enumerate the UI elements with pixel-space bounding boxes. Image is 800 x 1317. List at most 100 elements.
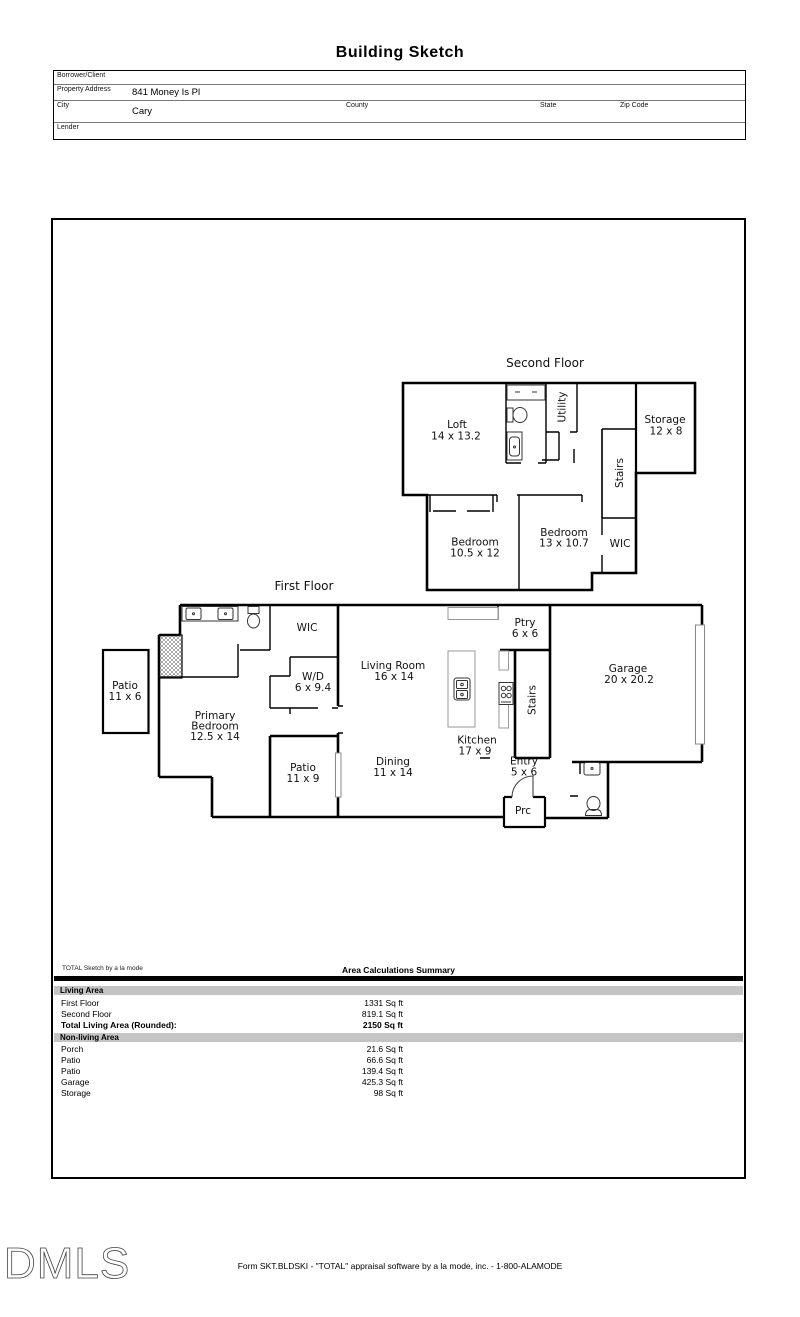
row-value: 425.3 Sq ft	[361, 1077, 403, 1087]
property-address-row: Property Address 841 Money Is Pl	[54, 85, 745, 101]
row-value: 98 Sq ft	[373, 1088, 403, 1098]
storage-dim: 12 x 8	[650, 426, 683, 438]
lender-row: Lender	[54, 123, 745, 139]
borrower-label: Borrower/Client	[57, 72, 106, 79]
powder-toilet-icon	[584, 796, 603, 816]
summary-row-patio1: Patio 66.6 Sq ft	[54, 1055, 743, 1066]
summary-row-garage: Garage 425.3 Sq ft	[54, 1077, 743, 1088]
row-value: 139.4 Sq ft	[361, 1066, 403, 1076]
entry-label: Entry	[510, 756, 538, 768]
lower-stairs-label: Stairs	[527, 685, 539, 715]
footer-form-line: Form SKT.BLDSKI - "TOTAL" appraisal soft…	[237, 1261, 563, 1271]
garage-door-icon	[695, 624, 705, 745]
pantry-dim: 6 x 6	[512, 628, 539, 640]
garage-label: Garage	[609, 663, 647, 675]
utility-label: Utility	[557, 392, 569, 423]
nonliving-area-header: Non-living Area	[54, 1032, 743, 1042]
primary-toilet-icon	[247, 606, 260, 629]
shower-hatch-icon	[158, 634, 183, 679]
porch-label: Prc	[515, 805, 531, 817]
patio-slider-door-icon	[335, 752, 342, 798]
bedroom-a-dim: 10.5 x 12	[450, 548, 500, 560]
bedroom-a-label: Bedroom	[451, 537, 499, 549]
stove-icon	[498, 682, 514, 705]
total-value: 2150 Sq ft	[362, 1019, 403, 1030]
porch-walls	[502, 795, 547, 829]
patio-rear-label: Patio	[290, 762, 316, 774]
patio-small-outline	[101, 648, 150, 735]
bedroom-b-dim: 13 x 10.7	[539, 538, 589, 550]
wd-label: W/D	[302, 671, 324, 683]
patio-rear-dim: 11 x 9	[287, 773, 320, 785]
row-label: Storage	[61, 1088, 91, 1098]
upper-wic-label: WIC	[610, 538, 631, 550]
storage-label: Storage	[644, 414, 685, 426]
primary-bedroom-label2: Bedroom	[191, 721, 239, 733]
upper-stairs-label: Stairs	[614, 458, 626, 488]
garage-dim: 20 x 20.2	[604, 674, 654, 686]
second-floor-interior-walls	[427, 383, 603, 590]
first-floor-exterior-walls	[157, 603, 704, 820]
second-floor-title: Second Floor	[506, 356, 584, 370]
upstairs-vanity-icon	[506, 384, 546, 401]
summary-row-second-floor: Second Floor 819.1 Sq ft	[54, 1009, 743, 1020]
city-value: Cary	[132, 106, 153, 117]
sketch-watermark: TOTAL Sketch by a la mode	[62, 965, 143, 972]
loft-dim: 14 x 13.2	[431, 431, 481, 443]
row-label: First Floor	[61, 997, 100, 1008]
entry-door-swing	[511, 775, 534, 798]
pantry-label: Ptry	[515, 617, 536, 629]
property-address-value: 841 Money Is Pl	[132, 87, 201, 98]
summary-row-porch: Porch 21.6 Sq ft	[54, 1044, 743, 1055]
first-floor-interior-walls	[159, 605, 581, 797]
borrower-row: Borrower/Client	[54, 71, 745, 85]
kitchen-island-icon	[447, 650, 476, 728]
area-summary-title: Area Calculations Summary	[342, 965, 455, 975]
dining-dim: 11 x 14	[373, 767, 413, 779]
patio-small-dim: 11 x 6	[109, 691, 142, 703]
patio-small-label: Patio	[112, 680, 138, 692]
first-floor-plan: First Floor WIC W/D 6 x 9.4 Living Room …	[101, 579, 705, 829]
powder-sink-icon	[583, 762, 601, 776]
second-floor-exterior-walls	[401, 381, 697, 592]
kitchen-label: Kitchen	[457, 735, 496, 747]
bedroom-b-label: Bedroom	[540, 527, 588, 539]
primary-vanity-icon	[181, 606, 239, 622]
living-room-label: Living Room	[361, 660, 425, 672]
lender-label: Lender	[57, 124, 79, 131]
sketch-area	[51, 218, 746, 1179]
summary-row-first-floor: First Floor 1331 Sq ft	[54, 998, 743, 1009]
kitchen-dim: 17 x 9	[459, 746, 492, 758]
row-value: 1331 Sq ft	[364, 997, 403, 1008]
first-floor-title: First Floor	[275, 579, 334, 593]
total-label: Total Living Area (Rounded):	[61, 1019, 177, 1030]
row-label: Patio	[61, 1066, 81, 1076]
svg-text:DMLS: DMLS	[4, 1239, 130, 1288]
summary-row-total: Total Living Area (Rounded): 2150 Sq ft	[54, 1020, 743, 1031]
dining-label: Dining	[376, 756, 410, 768]
summary-row-storage: Storage 98 Sq ft	[54, 1088, 743, 1099]
row-value: 819.1 Sq ft	[361, 1008, 403, 1019]
primary-bedroom-dim: 12.5 x 14	[190, 731, 240, 743]
loft-label: Loft	[447, 419, 467, 431]
primary-bedroom-label1: Primary	[195, 710, 236, 722]
kitchen-counter-icon	[447, 607, 509, 729]
summary-separator-bar	[54, 976, 743, 981]
row-value: 21.6 Sq ft	[366, 1044, 403, 1054]
state-label: State	[540, 102, 557, 109]
row-label: Second Floor	[61, 1008, 112, 1019]
row-label: Patio	[61, 1055, 81, 1065]
page-title: Building Sketch	[335, 44, 465, 61]
row-label: Garage	[61, 1077, 90, 1087]
second-floor-stairs-walls	[601, 428, 636, 519]
summary-row-patio2: Patio 139.4 Sq ft	[54, 1066, 743, 1077]
upstairs-toilet-icon	[506, 407, 528, 423]
city-label: City	[57, 102, 70, 109]
city-county-state-zip-row: City Cary County State Zip Code	[54, 101, 745, 123]
upstairs-shower-icon	[506, 431, 523, 461]
property-address-label: Property Address	[57, 86, 111, 93]
row-value: 66.6 Sq ft	[366, 1055, 403, 1065]
zip-label: Zip Code	[620, 102, 649, 109]
